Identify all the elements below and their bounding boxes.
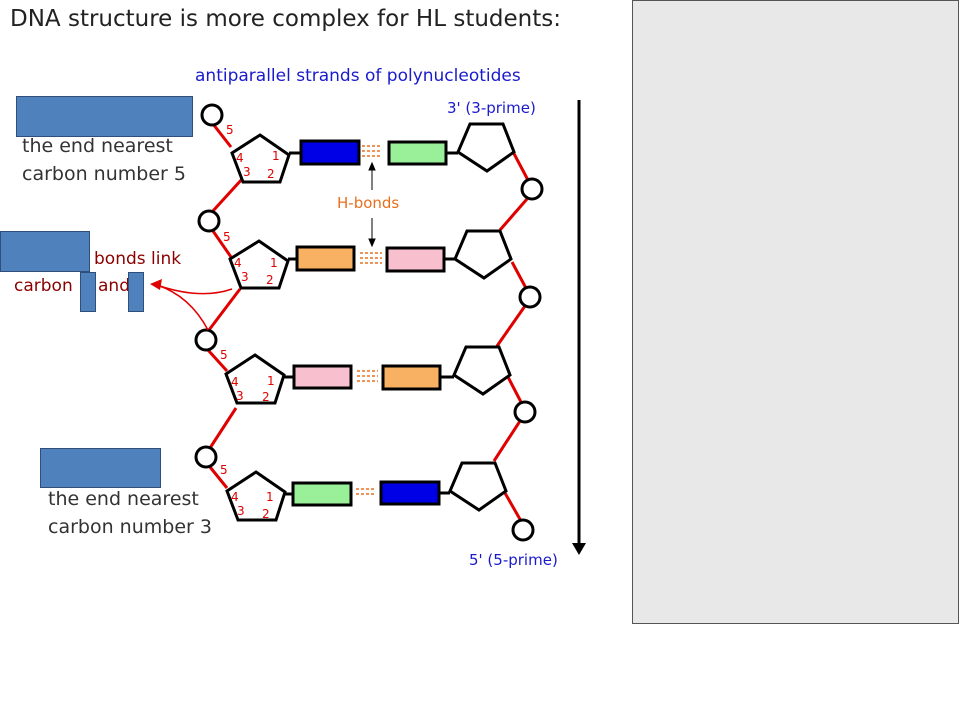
left-backbone xyxy=(206,123,245,489)
bases xyxy=(291,139,448,507)
hidden-answer-box-bond-type[interactable] xyxy=(0,231,90,272)
base-blue-left-1 xyxy=(299,139,361,166)
c4-label-3: 4 xyxy=(231,375,239,389)
top-end-line2: carbon number 5 xyxy=(22,163,186,185)
hidden-answer-box-carbon-a[interactable] xyxy=(80,272,96,312)
c4-label-1: 4 xyxy=(236,151,244,165)
c3-label-4: 3 xyxy=(237,504,245,518)
c2-label-1: 2 xyxy=(267,167,275,181)
phosphate-right-4 xyxy=(511,518,535,542)
carbon-text: carbon xyxy=(14,276,73,296)
sugar-right-4 xyxy=(448,461,508,512)
c1-label-3: 1 xyxy=(267,374,275,388)
c1-label-2: 1 xyxy=(270,256,278,270)
phosphate-left-4 xyxy=(194,445,218,469)
base-pink-left-3 xyxy=(292,364,353,390)
c4-label-2: 4 xyxy=(234,256,242,270)
antiparallel-label: antiparallel strands of polynucleotides xyxy=(195,66,521,86)
c2-label-3: 2 xyxy=(262,390,270,404)
sugar-left-2 xyxy=(228,239,290,290)
sugar-right-3 xyxy=(452,345,512,396)
sugar-right-2 xyxy=(453,229,513,280)
base-blue-right-4 xyxy=(379,480,441,506)
right-sugars xyxy=(448,122,516,512)
h-bond-dashes xyxy=(356,145,382,495)
c5-label-1: 5 xyxy=(226,123,234,137)
c5-label-2: 5 xyxy=(223,230,231,244)
c5-label-4: 5 xyxy=(220,463,228,477)
bonds-link-text: bonds link xyxy=(94,249,182,269)
left-sugars xyxy=(224,133,291,522)
bottom-end-line2: carbon number 3 xyxy=(48,516,212,538)
bottom-end-line1: the end nearest xyxy=(48,488,199,510)
phosphates xyxy=(194,103,544,542)
base-green-right-1 xyxy=(387,140,448,166)
hidden-answer-box-carbon-b[interactable] xyxy=(128,272,144,312)
dna-diagram: antiparallel strands of polynucleotides … xyxy=(150,66,586,569)
c1-label-1: 1 xyxy=(272,149,280,163)
c5-label-3: 5 xyxy=(220,348,228,362)
base-orange-left-2 xyxy=(295,245,356,272)
side-panel xyxy=(632,0,959,624)
c3-label-2: 3 xyxy=(241,270,249,284)
c2-label-4: 2 xyxy=(262,507,270,521)
sugar-right-1 xyxy=(456,122,516,173)
base-connectors xyxy=(284,151,458,496)
phosphate-left-1 xyxy=(200,103,224,127)
c2-label-2: 2 xyxy=(266,273,274,287)
hidden-answer-box-bottom[interactable] xyxy=(40,448,161,488)
right-backbone xyxy=(492,147,531,522)
bond-pointer-arrowhead xyxy=(150,279,162,290)
base-orange-right-3 xyxy=(381,364,442,391)
sugar-left-4 xyxy=(225,470,287,522)
h-bonds-pointers xyxy=(368,161,376,248)
bond-pointer-arrows xyxy=(156,284,233,331)
phosphate-right-3 xyxy=(513,400,537,424)
five-prime-label: 5' (5-prime) xyxy=(469,551,558,569)
top-end-line1: the end nearest xyxy=(22,135,173,157)
c4-label-4: 4 xyxy=(231,490,239,504)
phosphate-left-2 xyxy=(197,209,221,233)
slide-title: DNA structure is more complex for HL stu… xyxy=(10,6,562,32)
sugar-left-1 xyxy=(230,133,291,184)
direction-arrow xyxy=(572,100,586,555)
three-prime-label: 3' (3-prime) xyxy=(447,99,536,117)
sugar-left-3 xyxy=(224,353,286,405)
base-pink-right-2 xyxy=(385,246,446,273)
phosphate-right-2 xyxy=(518,285,542,309)
c1-label-4: 1 xyxy=(266,490,274,504)
phosphate-right-1 xyxy=(520,177,544,201)
carbon-numbers: 5 4 3 1 2 5 4 3 1 2 5 4 3 1 2 5 4 3 1 2 xyxy=(220,123,280,521)
c3-label-1: 3 xyxy=(243,165,251,179)
c3-label-3: 3 xyxy=(236,389,244,403)
phosphate-left-3 xyxy=(194,328,218,352)
hidden-answer-box-top[interactable] xyxy=(16,96,193,137)
and-text: and xyxy=(98,276,130,296)
base-green-left-4 xyxy=(291,481,353,507)
h-bonds-label: H-bonds xyxy=(337,194,399,212)
